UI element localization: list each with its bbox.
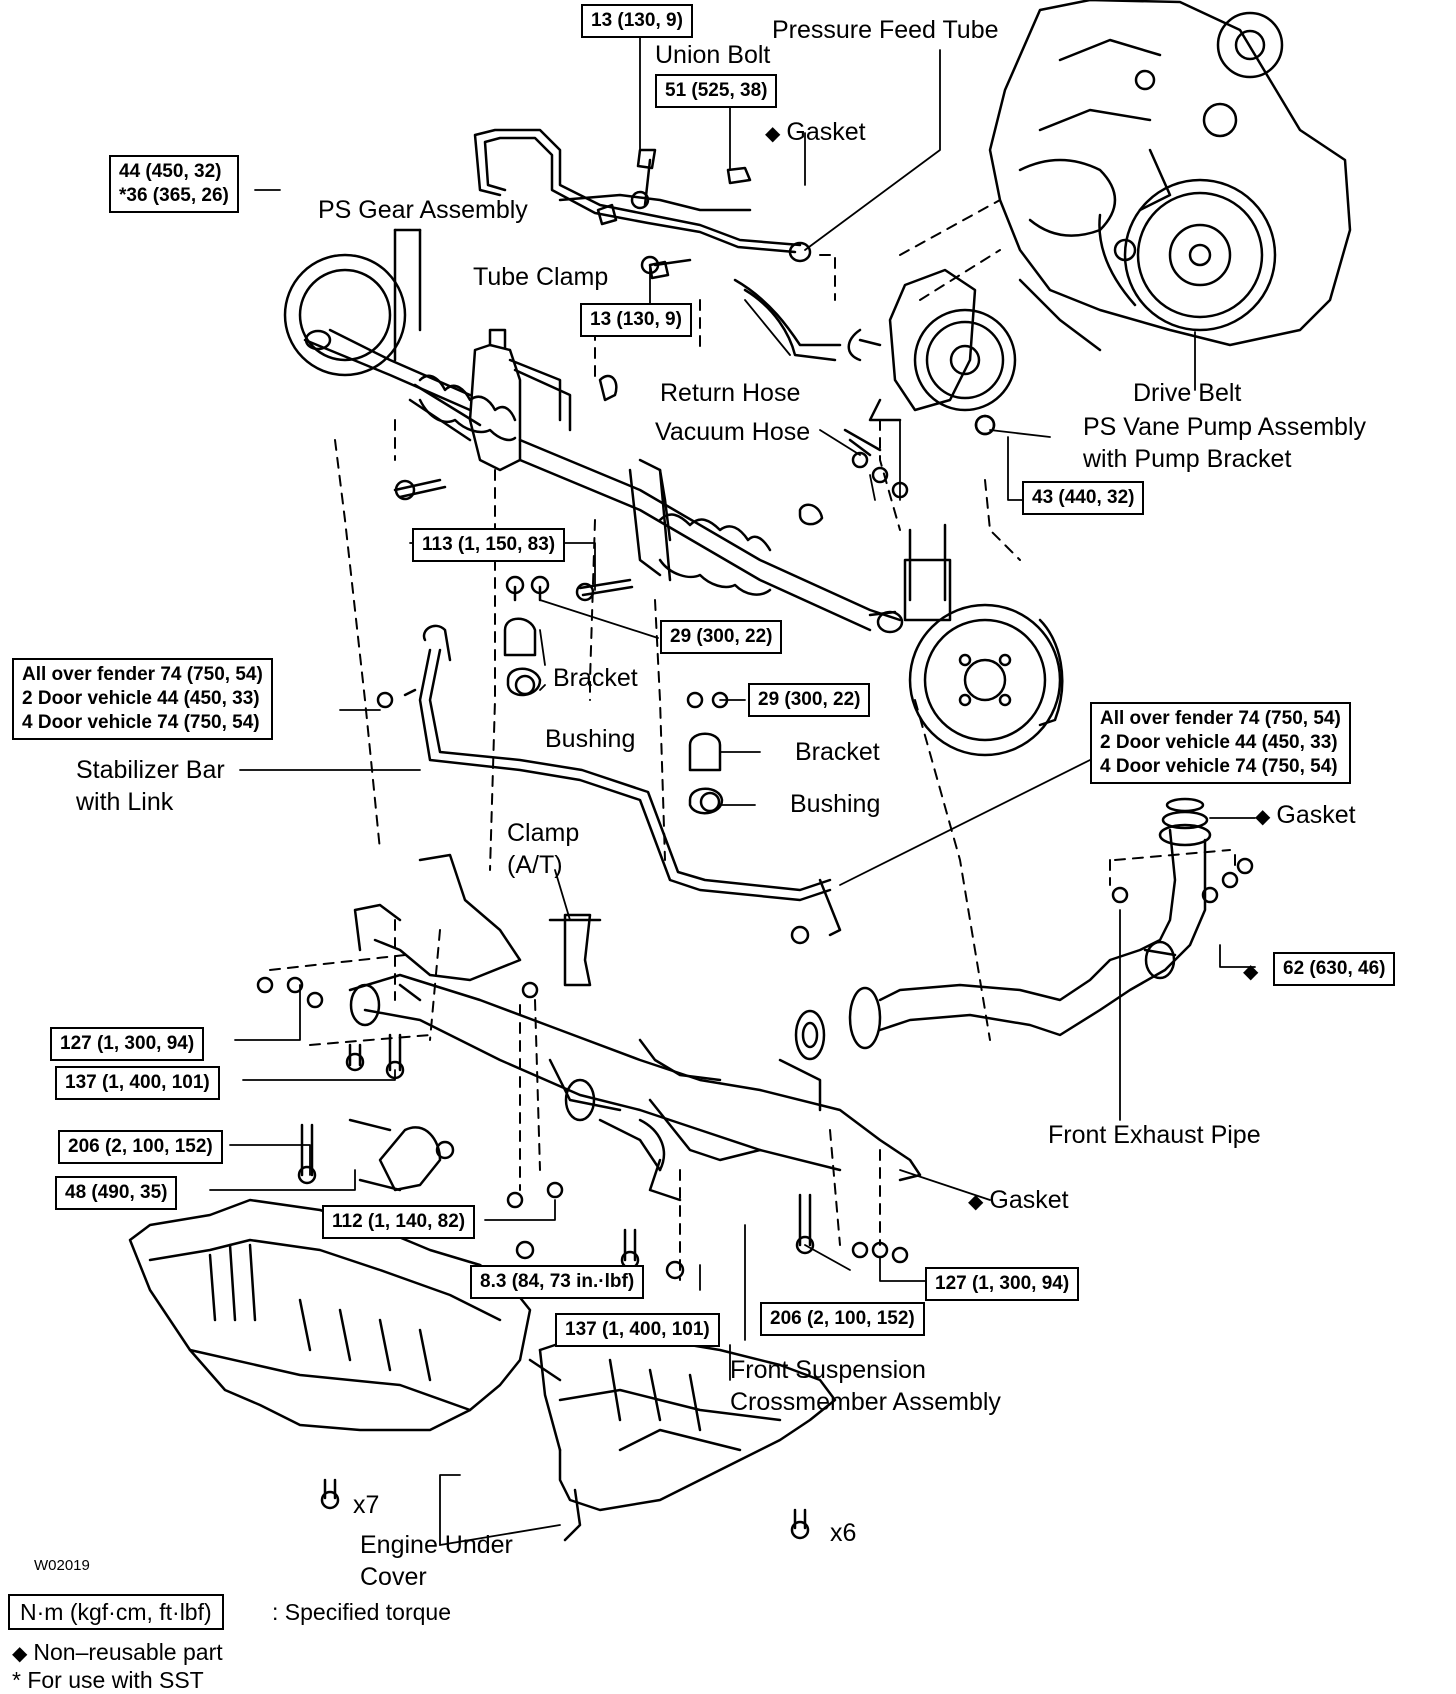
label-crossmember-line2: Crossmember Assembly: [730, 1388, 1001, 1416]
torque-113: 113 (1, 150, 83): [412, 528, 566, 562]
legend-torque-caption: : Specified torque: [272, 1599, 452, 1625]
label-vacuum-hose: Vacuum Hose: [655, 418, 811, 446]
torque-fender-right-box: All over fender 74 (750, 54) 2 Door vehi…: [1090, 702, 1351, 784]
label-bracket-right: Bracket: [795, 738, 880, 766]
label-gasket-exhaust-bottom-text: Gasket: [989, 1186, 1069, 1214]
label-front-exhaust-pipe: Front Exhaust Pipe: [1048, 1121, 1261, 1149]
pressure-feed-tube-drawing: [473, 128, 842, 362]
torque-137-bottom: 137 (1, 400, 101): [555, 1313, 720, 1347]
non-reusable-marker-icon: ◆: [968, 1191, 984, 1213]
non-reusable-marker-icon: ◆: [12, 1643, 28, 1665]
torque-fender-right-line1: All over fender 74 (750, 54): [1100, 708, 1341, 729]
torque-43: 43 (440, 32): [1022, 481, 1145, 515]
label-return-hose: Return Hose: [660, 379, 801, 407]
torque-29-right: 29 (300, 22): [748, 683, 871, 717]
torque-fender-left-line2: 2 Door vehicle 44 (450, 33): [22, 688, 260, 709]
label-stabilizer-line1: Stabilizer Bar: [76, 756, 225, 784]
label-bracket-left: Bracket: [553, 664, 638, 692]
knuckle-disc-drawing: [903, 523, 1064, 757]
front-exhaust-pipe-drawing: [794, 797, 1254, 1061]
label-bushing-right: Bushing: [790, 790, 881, 818]
label-gasket-exhaust-top-text: Gasket: [1276, 801, 1356, 829]
crossmember-drawing: [348, 853, 922, 1202]
non-reusable-marker-icon: ◆: [765, 123, 781, 145]
qty-x6: x6: [830, 1519, 857, 1547]
label-gasket-exhaust-top: ◆Gasket: [1255, 800, 1356, 832]
torque-fender-left-line3: 4 Door vehicle 74 (750, 54): [22, 712, 260, 733]
vertical-bolts-drawing: [256, 976, 909, 1280]
torque-127-right: 127 (1, 300, 94): [925, 1267, 1080, 1301]
label-ps-vane-pump-line2: with Pump Bracket: [1083, 445, 1292, 473]
torque-206-left: 206 (2, 100, 152): [58, 1130, 223, 1164]
label-engine-cover-line1: Engine Under: [360, 1531, 513, 1559]
legend-non-reusable-text: Non–reusable part: [33, 1639, 223, 1665]
torque-112: 112 (1, 140, 82): [322, 1205, 476, 1239]
label-drive-belt: Drive Belt: [1133, 379, 1242, 407]
stabilizer-bar-drawing: [376, 624, 842, 987]
label-engine-cover-line2: Cover: [360, 1563, 427, 1591]
torque-8-3: 8.3 (84, 73 in.·lbf): [470, 1265, 645, 1299]
figure-id: W02019: [34, 1557, 90, 1574]
label-gasket-top: ◆Gasket: [765, 117, 866, 149]
ps-vane-pump-drawing: [847, 268, 1017, 436]
label-gasket-exhaust-bottom: ◆Gasket: [968, 1185, 1069, 1217]
torque-206-bottom: 206 (2, 100, 152): [760, 1302, 925, 1336]
engine-block-drawing: [988, 0, 1352, 352]
torque-127-left: 127 (1, 300, 94): [50, 1027, 205, 1061]
torque-fender-right-line3: 4 Door vehicle 74 (750, 54): [1100, 756, 1338, 777]
torque-44-box: 44 (450, 32) *36 (365, 26): [109, 155, 239, 213]
label-tube-clamp: Tube Clamp: [473, 263, 609, 291]
marker-62-diamond: ◆: [1243, 955, 1264, 987]
ps-gear-assembly-drawing: [283, 228, 904, 634]
torque-13-top: 13 (130, 9): [581, 4, 693, 38]
label-stabilizer-line2: with Link: [76, 788, 174, 816]
torque-fender-left-line1: All over fender 74 (750, 54): [22, 664, 263, 685]
label-bushing-left: Bushing: [545, 725, 636, 753]
label-ps-gear-assembly: PS Gear Assembly: [318, 196, 528, 224]
legend-sst: * For use with SST: [12, 1667, 204, 1693]
torque-13-mid: 13 (130, 9): [580, 303, 692, 337]
qty-x7: x7: [353, 1491, 380, 1519]
non-reusable-marker-icon: ◆: [1243, 961, 1259, 983]
torque-137-left: 137 (1, 400, 101): [55, 1066, 220, 1100]
torque-fender-left-box: All over fender 74 (750, 54) 2 Door vehi…: [12, 658, 273, 740]
label-clamp-line1: Clamp: [507, 819, 580, 847]
torque-44-sst-line2: *36 (365, 26): [119, 185, 229, 206]
torque-29-left: 29 (300, 22): [660, 620, 783, 654]
fastener-drawings: [393, 158, 996, 815]
legend-non-reusable: ◆Non–reusable part: [12, 1638, 223, 1668]
torque-44-line1: 44 (450, 32): [119, 161, 222, 182]
label-ps-vane-pump-line1: PS Vane Pump Assembly: [1083, 413, 1367, 441]
label-gasket-top-text: Gasket: [786, 118, 866, 146]
label-clamp-line2: (A/T): [507, 851, 563, 879]
label-crossmember-line1: Front Suspension: [730, 1356, 926, 1384]
label-union-bolt: Union Bolt: [655, 41, 771, 69]
lower-bracket-drawing: [348, 1118, 455, 1192]
torque-fender-right-line2: 2 Door vehicle 44 (450, 33): [1100, 732, 1338, 753]
non-reusable-marker-icon: ◆: [1255, 806, 1271, 828]
torque-62: 62 (630, 46): [1273, 952, 1396, 986]
torque-51: 51 (525, 38): [655, 74, 778, 108]
torque-48: 48 (490, 35): [55, 1176, 178, 1210]
label-pressure-feed-tube: Pressure Feed Tube: [772, 16, 999, 44]
legend-torque-unit: N·m (kgf·cm, ft·lbf): [8, 1594, 224, 1630]
